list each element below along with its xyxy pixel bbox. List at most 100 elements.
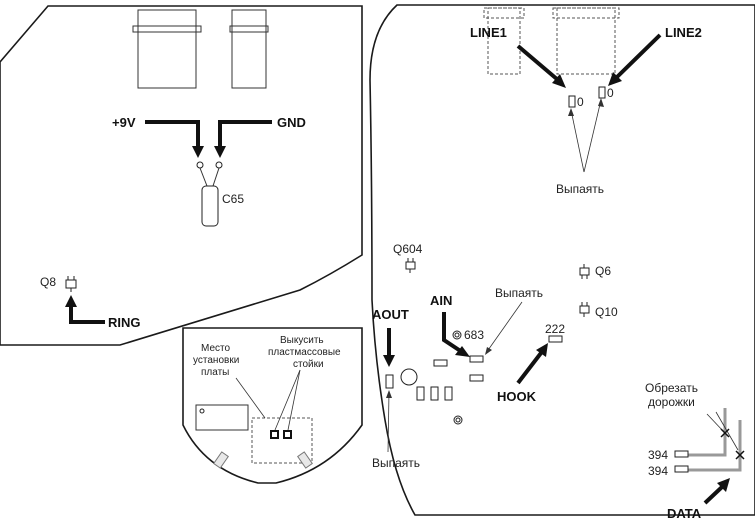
left-board-outline (0, 5, 363, 346)
connector-left-flange (132, 25, 202, 33)
trace-lower (684, 420, 742, 472)
label-ain: AIN (430, 293, 452, 308)
transistor-q10 (579, 305, 590, 314)
arrow-data (703, 485, 724, 505)
c65-pad-2 (215, 161, 223, 169)
cut-mark-1 (720, 428, 730, 438)
mount-place-line-1: Место (201, 343, 230, 354)
arrow-line1-head (552, 74, 566, 88)
connector-tab-line1 (483, 7, 525, 19)
label-c65: C65 (222, 192, 244, 206)
plastic-post-1 (270, 430, 279, 439)
resistor-222 (548, 335, 563, 343)
arrow-gnd-head (214, 146, 226, 158)
pointer-desolder-2-head (598, 98, 604, 107)
label-hook: HOOK (497, 389, 537, 404)
label-desolder-bottom: Выпаять (372, 456, 420, 470)
latch-right (297, 451, 313, 469)
label-q6: Q6 (595, 264, 611, 278)
arrow-ain (442, 312, 464, 354)
right-board-outline (369, 4, 755, 516)
pointer-desolder-bottom-head (386, 390, 392, 398)
arrow-line1 (516, 44, 560, 82)
resistor-394b (674, 465, 689, 473)
label-desolder-top: Выпаять (556, 182, 604, 196)
arrow-hook (516, 351, 543, 385)
connector-right (231, 9, 267, 89)
arrow-aout-head (383, 355, 395, 367)
resistor-aout (385, 374, 394, 389)
trace-upper (684, 408, 727, 457)
resistor-line1 (568, 95, 576, 108)
connector-left (137, 9, 197, 89)
mount-place-line-3: платы (201, 367, 229, 378)
cut-mark-2 (735, 450, 745, 460)
cut-posts-line-2: пластмассовые (268, 347, 341, 358)
label-plus9v: +9V (112, 115, 136, 130)
arrow-line2 (614, 33, 662, 80)
mount-hole-inner (455, 417, 461, 423)
pointer-desolder-bottom (387, 391, 390, 453)
left-board: +9V GND C65 Q8 RING (0, 5, 363, 346)
cut-traces-line-1: Обрезать (645, 381, 698, 395)
resistor-394a (674, 450, 689, 458)
arrow-gnd (218, 120, 272, 148)
c65-pad-1 (196, 161, 204, 169)
arrow-hook-head (536, 343, 548, 357)
label-desolder-mid: Выпаять (495, 286, 543, 300)
label-data: DATA (667, 506, 702, 521)
capacitor-3 (444, 386, 453, 401)
label-222: 222 (545, 322, 565, 336)
capacitor-2 (430, 386, 439, 401)
label-683: 683 (464, 328, 484, 342)
pointer-desolder-1 (570, 109, 585, 173)
arrow-plus9v (145, 120, 200, 148)
pad-left (433, 359, 448, 367)
connector-outline-line2 (556, 7, 616, 75)
pointer-desolder-mid (485, 301, 523, 354)
cut-traces-line-2: дорожки (648, 395, 695, 409)
small-board-hole (199, 408, 205, 414)
label-q8: Q8 (40, 275, 56, 289)
label-gnd: GND (277, 115, 306, 130)
small-board-module (195, 404, 249, 431)
label-line2: LINE2 (665, 25, 702, 40)
small-board: Место установки платы Выкусить пластмасс… (182, 327, 363, 484)
arrow-ain-head (455, 346, 470, 357)
transistor-q8 (65, 279, 77, 289)
label-394b: 394 (648, 464, 668, 478)
label-q604: Q604 (393, 242, 423, 256)
cut-posts-line-1: Выкусить (280, 335, 324, 346)
connector-tab-line2 (552, 7, 620, 19)
pointer-post-1 (274, 369, 301, 431)
pad-lower (469, 374, 484, 382)
arrow-line2-head (608, 72, 622, 86)
label-line1-res: 0 (577, 95, 584, 109)
connector-right-flange (229, 25, 269, 33)
capacitor-c65 (201, 185, 219, 227)
transistor-q6 (579, 267, 590, 276)
right-board: LINE1 LINE2 0 0 Выпаять Q604 Q6 Q10 AI (369, 4, 755, 521)
arrow-plus9v-head (192, 146, 204, 158)
arrow-ring (69, 305, 105, 324)
hole-683-inner (454, 332, 460, 338)
capacitor-1 (416, 386, 425, 401)
mount-area-outline (251, 417, 313, 464)
round-component (400, 368, 418, 386)
label-aout: AOUT (372, 307, 409, 322)
plastic-post-2 (283, 430, 292, 439)
label-394a: 394 (648, 448, 668, 462)
label-line1: LINE1 (470, 25, 507, 40)
pointer-desolder-2 (583, 99, 602, 173)
latch-left (213, 451, 229, 469)
pointer-desolder-mid-head (485, 347, 492, 355)
pointer-desolder-1-head (568, 108, 574, 116)
arrow-data-head (717, 478, 730, 492)
transistor-q604 (405, 261, 416, 270)
pointer-mount-place (235, 377, 266, 419)
c65-lead-2 (212, 167, 220, 187)
label-ring: RING (108, 315, 141, 330)
c65-lead-1 (199, 167, 208, 187)
